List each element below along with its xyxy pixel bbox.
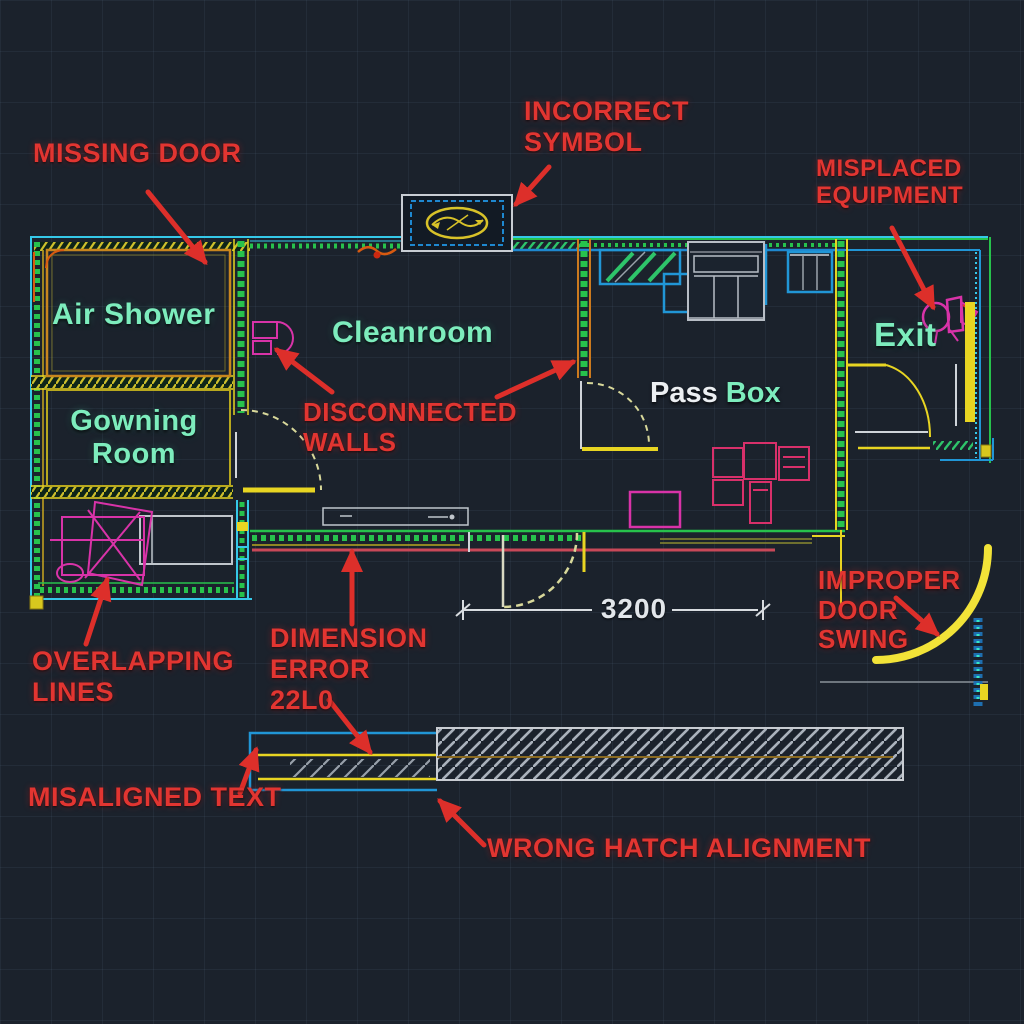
corridor-door	[468, 532, 586, 609]
passbox-furniture	[712, 442, 810, 524]
arrow-misplaced-equipment	[889, 225, 936, 311]
improper-door-swing-arc	[872, 544, 992, 664]
arrow-missing-door	[145, 189, 208, 266]
annotation-line: WALLS	[303, 426, 397, 457]
room-label-line: Gowning	[70, 405, 198, 437]
air-shower-room-outline	[45, 248, 232, 378]
room-label-air-shower: Air Shower	[52, 298, 216, 331]
annotation-line: MISPLACED	[816, 155, 962, 182]
annotation-line: INCORRECT	[524, 96, 689, 126]
exit-door	[848, 363, 973, 450]
room-label-gowning-room: Gowning Room	[39, 405, 229, 471]
arrow-wrong-hatch	[437, 798, 487, 848]
incorrect-symbol-block	[401, 194, 513, 252]
annotation-line: DISCONNECTED	[303, 397, 518, 427]
annotation-line: 22L0	[270, 684, 334, 715]
corner-arc	[45, 249, 65, 269]
cleanroom-bench	[322, 507, 469, 526]
pass-box-word-pass: Pass	[650, 377, 718, 409]
arrow-dimension-error-down	[326, 697, 373, 756]
fan-symbol-icon	[425, 206, 489, 240]
annotation-line: EQUIPMENT	[816, 182, 964, 210]
annotation-misaligned-text: MISALIGNED TEXT	[28, 782, 282, 812]
bed-fixture-overlapping	[50, 500, 233, 587]
improper-door-swing-group	[820, 544, 992, 706]
annotation-line: ERROR	[270, 653, 371, 684]
pass-box-word-box: Box	[725, 377, 781, 409]
disconnected-wall-fixture	[252, 321, 294, 355]
annotation-line: LINES	[32, 676, 115, 707]
cleanroom-door	[235, 409, 322, 493]
annotation-missing-door: MISSING DOOR	[33, 138, 242, 168]
annotation-dimension-error: DIMENSION ERROR 22L0	[270, 623, 428, 715]
arrow-misaligned-text	[237, 746, 260, 796]
annotation-line: DOOR	[818, 594, 898, 625]
ceiling-mark	[357, 246, 397, 259]
arrow-overlapping-lines	[83, 576, 112, 647]
annotation-incorrect-symbol: INCORRECT SYMBOL	[524, 96, 689, 158]
arrow-improper-door-swing	[893, 595, 941, 637]
annotation-line: IMPROPER	[818, 565, 961, 595]
annotation-wrong-hatch-alignment: WRONG HATCH ALIGNMENT	[487, 833, 871, 863]
annotation-improper-door-swing: IMPROPER DOOR SWING	[818, 565, 961, 655]
annotation-overlapping-lines: OVERLAPPING LINES	[32, 646, 234, 708]
annotation-line: SWING	[818, 624, 909, 655]
passbox-door	[580, 381, 658, 451]
room-label-line: Room	[91, 438, 177, 471]
arrow-incorrect-symbol	[513, 164, 552, 207]
window-hatch-panel	[598, 248, 682, 286]
dimension-value: 3200	[600, 593, 668, 624]
equipment-shelf	[786, 250, 834, 294]
room-label-cleanroom: Cleanroom	[332, 316, 494, 349]
arrow-disconnected-walls-right	[494, 359, 577, 400]
arrow-disconnected-walls-left	[273, 347, 335, 395]
room-label-exit: Exit	[874, 316, 937, 353]
annotation-line: SYMBOL	[524, 126, 643, 157]
annotation-disconnected-walls: DISCONNECTED WALLS	[303, 397, 518, 457]
room-label-pass-box: Pass Box	[650, 377, 781, 410]
annotation-line: OVERLAPPING	[32, 646, 235, 676]
exit-door-leaf-bar	[965, 302, 975, 422]
annotation-misplaced-equipment: MISPLACED EQUIPMENT	[816, 155, 963, 210]
passbox-small-box	[628, 490, 682, 529]
dense-hatch-bar-right	[436, 727, 904, 781]
gowning-room-outline	[46, 389, 231, 487]
exterior-walls	[29, 236, 994, 610]
top-wall-hatch	[34, 242, 250, 251]
dimension-line	[455, 600, 771, 620]
equipment-cabinet	[662, 241, 768, 321]
annotation-line: DIMENSION	[270, 623, 428, 653]
